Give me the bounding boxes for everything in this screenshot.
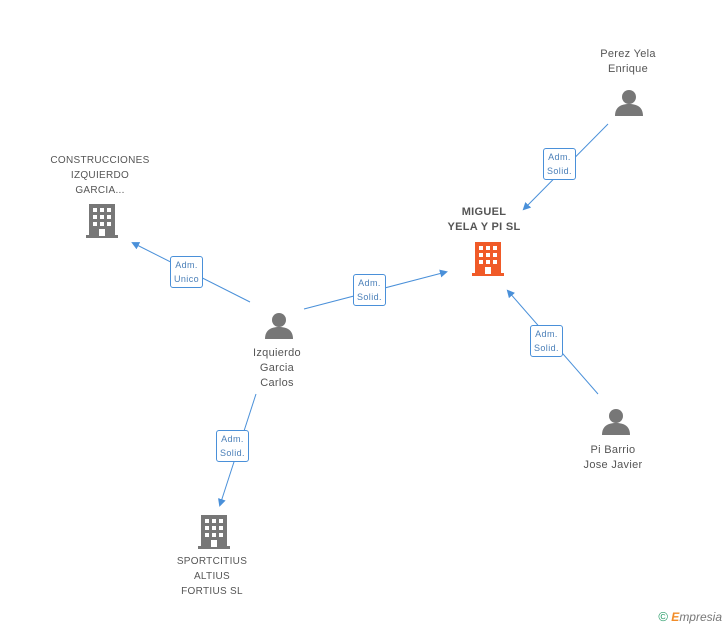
node-label: MIGUEL YELA Y PI SL	[447, 206, 521, 233]
person-icon	[265, 313, 293, 339]
node-label: Izquierdo Garcia Carlos	[253, 347, 301, 389]
relation-badge-perez-miguel[interactable]: Adm. Solid.	[543, 148, 576, 180]
node-label: Pi Barrio Jose Javier	[583, 444, 643, 471]
relation-badge-izquierdo-construcciones[interactable]: Adm. Unico	[170, 256, 204, 288]
person-icon	[602, 409, 630, 435]
node-izquierdo-garcia-carlos[interactable]: Izquierdo Garcia Carlos	[227, 346, 327, 391]
node-miguel-yela-y-pi-sl[interactable]: MIGUEL YELA Y PI SL	[424, 205, 544, 235]
brand-logo: © Empresia	[658, 609, 722, 624]
node-perez-yela-enrique[interactable]: Perez Yela Enrique	[578, 47, 678, 77]
brand-e-mark: E	[671, 610, 680, 624]
relation-badge-izquierdo-miguel[interactable]: Adm. Solid.	[353, 274, 386, 306]
node-label: CONSTRUCCIONES IZQUIERDO GARCIA...	[50, 155, 150, 196]
copyright-symbol: ©	[658, 609, 668, 624]
building-icon	[198, 515, 230, 549]
building-icon	[86, 204, 118, 238]
node-construcciones-izquierdo-garcia[interactable]: CONSTRUCCIONES IZQUIERDO GARCIA...	[40, 153, 160, 198]
node-label: SPORTCITIUS ALTIUS FORTIUS SL	[176, 556, 248, 597]
node-sportcitius-altius-fortius-sl[interactable]: SPORTCITIUS ALTIUS FORTIUS SL	[162, 554, 262, 599]
relation-badge-pibarrio-miguel[interactable]: Adm. Solid.	[530, 325, 563, 357]
node-pi-barrio-jose-javier[interactable]: Pi Barrio Jose Javier	[563, 443, 663, 473]
building-icon	[472, 242, 504, 276]
brand-name: mpresia	[679, 610, 722, 624]
person-icon	[615, 90, 643, 116]
node-label: Perez Yela Enrique	[600, 48, 656, 75]
relation-badge-izquierdo-sportcitius[interactable]: Adm. Solid.	[216, 430, 249, 462]
